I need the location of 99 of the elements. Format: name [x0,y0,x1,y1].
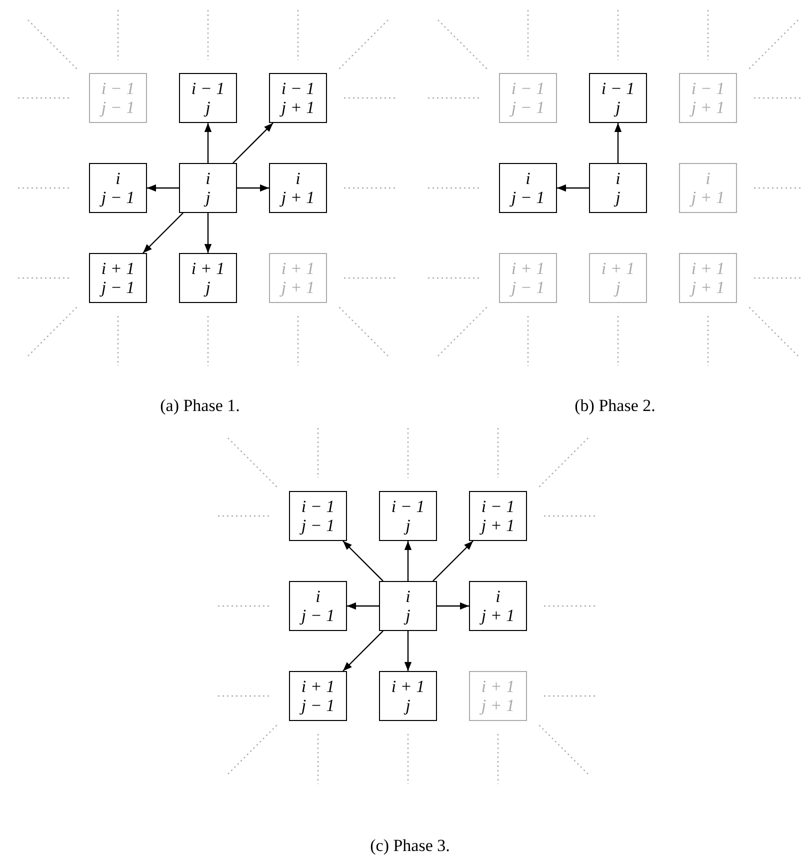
inactive-cell-box [589,253,647,303]
index-label: i + 1 [511,259,545,278]
inactive-cell-box [469,671,527,721]
arrow [237,184,269,192]
index-label: j − 1 [101,188,135,207]
index-label: i [616,169,620,188]
index-label: j − 1 [511,278,545,297]
cell-box [469,581,527,631]
subfigure-caption: (a) Phase 1. [160,396,240,416]
index-label: j [616,98,620,117]
arrow [204,213,212,253]
subfigure-caption: (c) Phase 3. [370,836,450,856]
index-label: i [526,169,530,188]
index-label: j [616,188,620,207]
index-label: i [406,587,410,606]
cell-box [379,581,437,631]
index-label: j [406,516,410,535]
index-label: i + 1 [391,677,425,696]
index-label: j + 1 [481,606,515,625]
arrow [404,631,412,671]
cell-box [379,491,437,541]
index-label: j + 1 [281,278,315,297]
index-label: i [116,169,120,188]
cell-box [379,671,437,721]
index-label: i + 1 [191,259,225,278]
index-label: j + 1 [691,98,725,117]
index-label: i + 1 [481,677,515,696]
arrow [342,540,384,582]
index-label: i [706,169,710,188]
index-label: i − 1 [511,79,545,98]
index-label: i − 1 [301,497,335,516]
index-label: i − 1 [101,79,135,98]
cell-box [89,253,147,303]
index-label: i + 1 [101,259,135,278]
index-label: i − 1 [601,79,635,98]
index-label: i − 1 [281,79,315,98]
index-label: j [406,696,410,715]
index-label: j + 1 [281,98,315,117]
cell-box [469,491,527,541]
index-label: i + 1 [691,259,725,278]
cell-box [179,163,237,213]
arrow [342,630,384,672]
subfigure-caption: (b) Phase 2. [574,396,656,416]
index-label: j − 1 [511,98,545,117]
index-label: i [296,169,300,188]
arrow [614,123,622,163]
cell-box [269,163,327,213]
index-label: j − 1 [511,188,545,207]
index-label: j − 1 [301,606,335,625]
index-label: i [496,587,500,606]
index-label: j [206,98,210,117]
index-label: i + 1 [601,259,635,278]
inactive-cell-box [499,253,557,303]
index-label: j + 1 [691,188,725,207]
inactive-cell-box [679,253,737,303]
inactive-cell-box [679,73,737,123]
index-label: i − 1 [391,497,425,516]
index-label: j [616,278,620,297]
index-label: j + 1 [481,696,515,715]
index-label: j + 1 [691,278,725,297]
index-label: j [406,606,410,625]
arrow [347,602,379,610]
cell-box [89,163,147,213]
cell-box [269,73,327,123]
index-label: j − 1 [101,278,135,297]
arrow [557,184,589,192]
index-label: i [206,169,210,188]
cell-box [589,73,647,123]
inactive-cell-box [679,163,737,213]
arrow [432,540,474,582]
cell-box [499,163,557,213]
cell-box [589,163,647,213]
index-label: i − 1 [481,497,515,516]
cell-box [289,581,347,631]
arrow [404,541,412,581]
arrow [142,212,184,254]
index-label: j − 1 [301,696,335,715]
index-label: i + 1 [281,259,315,278]
cell-box [289,491,347,541]
index-label: j + 1 [481,516,515,535]
index-label: j − 1 [101,98,135,117]
inactive-cell-box [499,73,557,123]
arrow [232,122,274,164]
index-label: i − 1 [691,79,725,98]
cell-box [179,73,237,123]
inactive-cell-box [269,253,327,303]
cell-box [289,671,347,721]
inactive-cell-box [89,73,147,123]
index-label: i [316,587,320,606]
arrow [147,184,179,192]
index-label: j [206,188,210,207]
arrow [437,602,469,610]
cell-box [179,253,237,303]
index-label: j + 1 [281,188,315,207]
index-label: i + 1 [301,677,335,696]
index-label: j − 1 [301,516,335,535]
index-label: i − 1 [191,79,225,98]
arrow [204,123,212,163]
index-label: j [206,278,210,297]
